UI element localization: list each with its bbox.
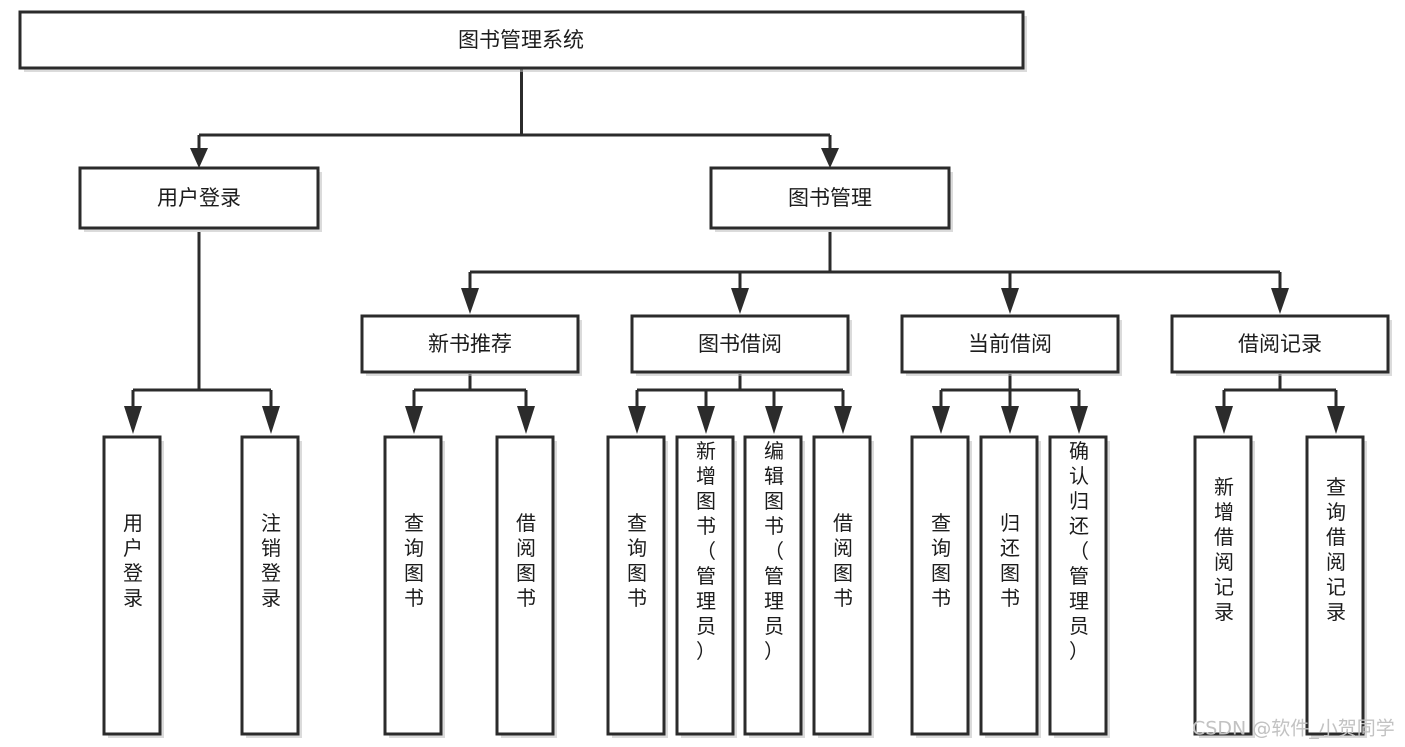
arrowhead-leaf-edit-book <box>765 406 783 434</box>
node-leaf-query-book-3-label: 查询图书 <box>931 511 951 610</box>
node-leaf-query-book-2[interactable]: 查询图书 <box>606 435 668 738</box>
node-leaf-return-book-label: 归还图书 <box>1000 511 1020 610</box>
node-leaf-query-book-3[interactable]: 查询图书 <box>910 435 972 738</box>
arrowhead-leaf-user-login <box>124 406 142 434</box>
node-leaf-query-book-3-box[interactable] <box>910 435 970 736</box>
connector-layer <box>124 68 1345 434</box>
arrowhead-book-borrow <box>731 288 749 314</box>
node-new-book-recommend-box[interactable] <box>360 314 580 374</box>
node-user-login-box[interactable] <box>78 166 320 230</box>
node-leaf-borrow-book-1-label: 借阅图书 <box>516 511 536 610</box>
arrowhead-leaf-user-logout <box>262 406 280 434</box>
arrowhead-leaf-borrow-book-1 <box>517 406 535 434</box>
arrowhead-leaf-add-book <box>697 406 715 434</box>
arrowhead-leaf-query-book-3 <box>932 406 950 434</box>
arrowhead-book-management <box>821 148 839 168</box>
node-leaf-confirm-return-box[interactable] <box>1048 435 1108 736</box>
node-current-borrow-label: 当前借阅 <box>968 332 1052 356</box>
node-leaf-borrow-book-2-box[interactable] <box>812 435 872 736</box>
node-leaf-query-book-2-box[interactable] <box>606 435 666 736</box>
node-book-management-label: 图书管理 <box>788 186 872 210</box>
node-root-label: 图书管理系统 <box>458 28 584 52</box>
arrowhead-leaf-borrow-book-2 <box>834 406 852 434</box>
node-current-borrow-box[interactable] <box>900 314 1120 374</box>
node-leaf-borrow-book-1-box[interactable] <box>495 435 555 736</box>
arrowhead-user-login <box>190 148 208 168</box>
node-leaf-user-logout-box[interactable] <box>240 435 300 736</box>
node-leaf-query-book-2-label: 查询图书 <box>627 511 647 610</box>
node-leaf-user-logout[interactable]: 注销登录 <box>240 435 302 738</box>
node-leaf-query-book-1-box[interactable] <box>383 435 443 736</box>
node-leaf-edit-book-box[interactable] <box>743 435 803 736</box>
node-current-borrow[interactable]: 当前借阅 <box>900 314 1122 376</box>
node-book-management-box[interactable] <box>709 166 951 230</box>
node-book-borrow-box[interactable] <box>630 314 850 374</box>
node-leaf-add-book-label: 新增图书（管理员） <box>696 439 716 663</box>
node-leaf-user-login-label: 用户登录 <box>123 511 143 610</box>
arrowhead-borrow-record <box>1271 288 1289 314</box>
csdn-watermark: CSDN @软件_小贺同学 <box>1192 718 1395 740</box>
node-new-book-recommend[interactable]: 新书推荐 <box>360 314 582 376</box>
node-root[interactable]: 图书管理系统 <box>18 10 1027 72</box>
node-leaf-return-book[interactable]: 归还图书 <box>979 435 1041 738</box>
node-user-login-label: 用户登录 <box>157 186 241 210</box>
node-leaf-edit-book-label: 编辑图书（管理员） <box>764 439 784 663</box>
node-leaf-confirm-return-label: 确认归还（管理员） <box>1069 439 1089 663</box>
node-leaf-user-login[interactable]: 用户登录 <box>102 435 164 738</box>
arrowhead-new-book-recommend <box>461 288 479 314</box>
node-leaf-add-record[interactable]: 新增借阅记录 <box>1193 435 1255 738</box>
node-book-borrow[interactable]: 图书借阅 <box>630 314 852 376</box>
node-leaf-add-book-box[interactable] <box>675 435 735 736</box>
node-borrow-record[interactable]: 借阅记录 <box>1170 314 1392 376</box>
node-book-management[interactable]: 图书管理 <box>709 166 953 232</box>
node-new-book-recommend-label: 新书推荐 <box>428 332 512 356</box>
node-leaf-user-logout-label: 注销登录 <box>261 511 281 610</box>
node-borrow-record-box[interactable] <box>1170 314 1390 374</box>
node-leaf-query-record-label: 查询借阅记录 <box>1326 475 1346 624</box>
node-leaf-confirm-return[interactable]: 确认归还（管理员） <box>1048 435 1110 738</box>
node-leaf-add-book[interactable]: 新增图书（管理员） <box>675 435 737 738</box>
node-leaf-borrow-book-2-label: 借阅图书 <box>833 511 853 610</box>
node-leaf-query-book-1-label: 查询图书 <box>404 511 424 610</box>
node-leaf-query-book-1[interactable]: 查询图书 <box>383 435 445 738</box>
node-book-borrow-label: 图书借阅 <box>698 332 782 356</box>
node-leaf-user-login-box[interactable] <box>102 435 162 736</box>
node-user-login[interactable]: 用户登录 <box>78 166 322 232</box>
node-leaf-borrow-book-2[interactable]: 借阅图书 <box>812 435 874 738</box>
arrowhead-leaf-return-book <box>1001 406 1019 434</box>
node-root-box[interactable] <box>18 10 1025 70</box>
arrowhead-leaf-query-book-2 <box>628 406 646 434</box>
node-leaf-query-record[interactable]: 查询借阅记录 <box>1305 435 1367 738</box>
node-leaf-return-book-box[interactable] <box>979 435 1039 736</box>
node-leaf-add-record-label: 新增借阅记录 <box>1214 475 1234 624</box>
node-leaf-edit-book[interactable]: 编辑图书（管理员） <box>743 435 805 738</box>
node-leaf-query-record-box[interactable] <box>1305 435 1365 736</box>
arrowhead-leaf-query-record <box>1327 406 1345 434</box>
arrowhead-leaf-confirm-return <box>1070 406 1088 434</box>
arrowhead-leaf-add-record <box>1215 406 1233 434</box>
node-leaf-add-record-box[interactable] <box>1193 435 1253 736</box>
arrowhead-leaf-query-book-1 <box>405 406 423 434</box>
node-leaf-borrow-book-1[interactable]: 借阅图书 <box>495 435 557 738</box>
node-borrow-record-label: 借阅记录 <box>1238 332 1322 356</box>
arrowhead-current-borrow <box>1001 288 1019 314</box>
